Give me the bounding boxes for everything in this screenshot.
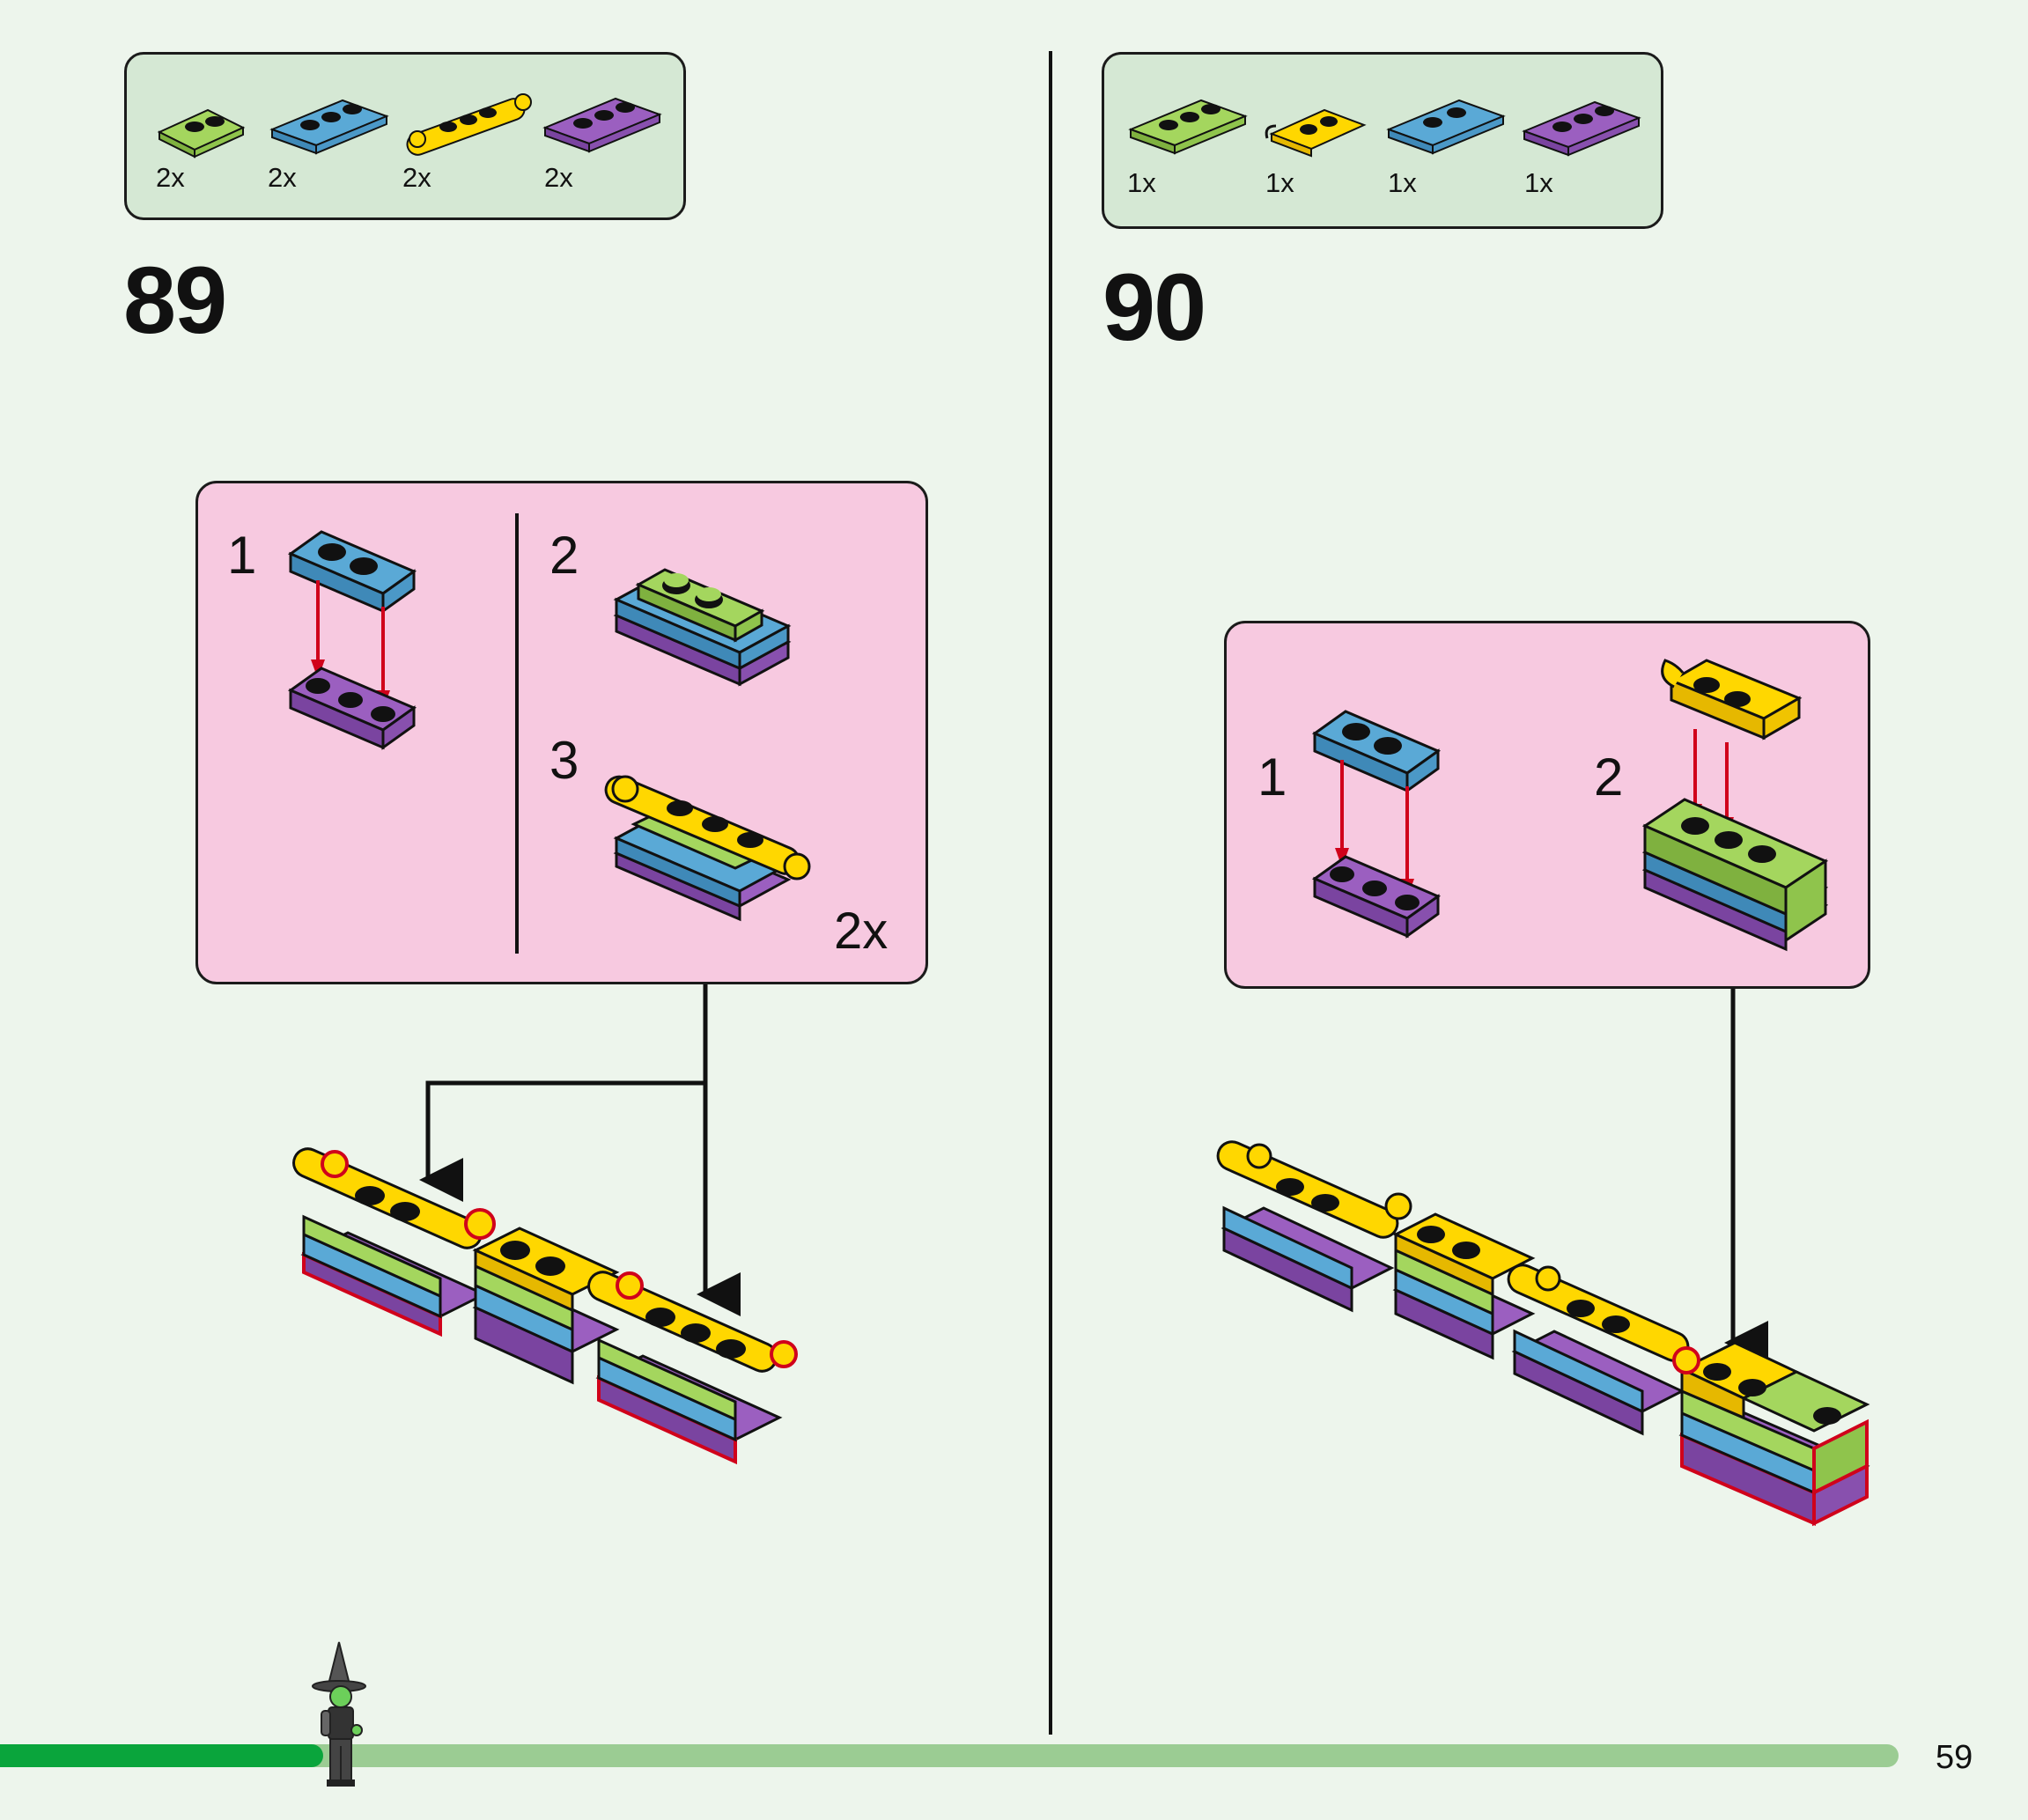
substep-3-number: 3 — [549, 731, 579, 790]
step-90-assembly-illustration — [1216, 1140, 1870, 1527]
substep-2-number: 2 — [1594, 748, 1624, 807]
stack-2 — [1384, 1192, 1536, 1360]
substep-1-number: 1 — [227, 526, 257, 585]
step-89-part-2-qty: 2x — [268, 162, 297, 193]
stack-4-new — [1672, 1341, 1870, 1527]
step-90-parts-list: 1x 1x 1x 1x — [1102, 52, 1663, 229]
page-divider — [1049, 51, 1052, 1735]
substep-2-number: 2 — [549, 526, 579, 585]
substep-1-illustration — [1311, 710, 1442, 939]
step-90-number: 90 — [1102, 254, 1206, 360]
step-89-number: 89 — [123, 247, 227, 353]
step-90-subassembly-callout: 1 2 — [1224, 621, 1870, 989]
step-89-part-1-qty: 2x — [156, 162, 185, 193]
lime-plate-1x2-icon — [157, 108, 246, 158]
purple-plate-1x3-icon — [1522, 100, 1641, 157]
page-number: 59 — [1936, 1739, 1973, 1776]
substep-3-illustration — [604, 775, 811, 922]
stack-3 — [1507, 1264, 1690, 1436]
step-89-parts-list: 2x 2x 2x 2x — [124, 52, 686, 220]
yellow-plate-with-clip-icon — [1265, 108, 1367, 158]
stack-1 — [292, 1147, 488, 1337]
blue-plate-1x2-icon — [1386, 99, 1506, 155]
substep-2-illustration — [1641, 659, 1829, 952]
stack-1 — [1216, 1140, 1399, 1313]
step-90-part-3-qty: 1x — [1388, 167, 1417, 198]
step-90-part-2-qty: 1x — [1265, 167, 1294, 198]
stack-3 — [587, 1271, 798, 1465]
step-90-part-1-qty: 1x — [1127, 167, 1156, 198]
substep-1-number: 1 — [1257, 748, 1287, 807]
build-progress-fill — [0, 1744, 323, 1767]
step-89-subassembly-callout: 1 2 3 2x — [195, 481, 928, 984]
substep-divider — [515, 513, 519, 954]
lime-plate-1x3-icon — [1128, 99, 1248, 155]
stack-2 — [464, 1208, 620, 1385]
step-89-part-3-qty: 2x — [402, 162, 431, 193]
substep-2-illustration — [613, 568, 792, 687]
step-89-part-4-qty: 2x — [544, 162, 573, 193]
purple-plate-1x3-icon — [542, 97, 662, 153]
substep-1-illustration — [287, 530, 417, 750]
witch-minifigure-icon — [312, 1641, 366, 1787]
step-89-multiplier: 2x — [834, 903, 889, 960]
yellow-plate-with-clips-icon — [406, 93, 532, 156]
blue-plate-1x3-icon — [269, 99, 389, 155]
step-89-assembly-illustration — [292, 1147, 798, 1465]
step-90-part-4-qty: 1x — [1524, 167, 1553, 198]
